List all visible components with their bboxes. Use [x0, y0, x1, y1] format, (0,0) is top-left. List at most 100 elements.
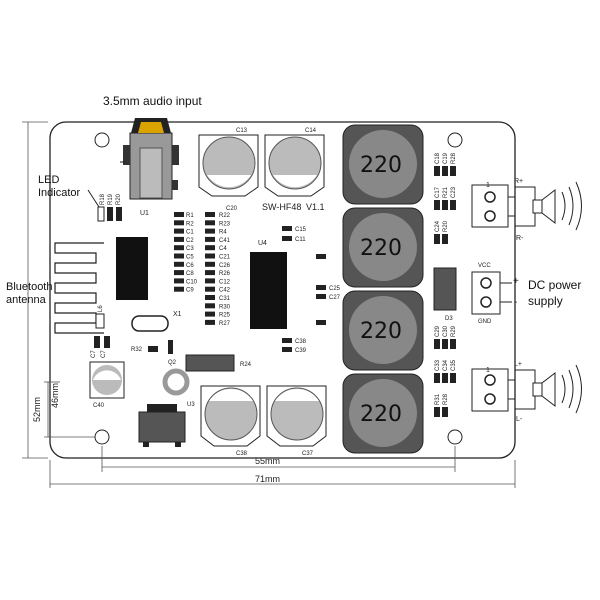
left-c1-2-label: C1: [186, 230, 194, 236]
rl-c33-3-part: [434, 373, 440, 383]
mid-r25-12-part: [205, 311, 215, 317]
r-plus: R+: [514, 178, 523, 185]
ru-r20-7-part: [442, 234, 448, 244]
mid-c4-4-label: C4: [219, 246, 227, 252]
extra-part-1: [316, 320, 326, 325]
left-c10-8-label: C10: [186, 279, 198, 285]
r32: [148, 346, 158, 352]
rl-c30-1-label: C30: [443, 325, 449, 337]
misc-c15-0-label: C15: [295, 227, 307, 233]
mid-r27-13-label: R27: [219, 321, 231, 327]
audio-input-annotation: 3.5mm audio input: [103, 94, 202, 108]
rl-c33-3-label: C33: [435, 359, 441, 371]
board-model: SW-HF48: [262, 202, 301, 212]
mid-r26-7-part: [205, 270, 215, 276]
l-plus: L+: [514, 361, 522, 368]
mid-c21-5-label: C21: [219, 255, 231, 261]
capacitor-c37: [266, 385, 327, 447]
speaker-left-wiring: [508, 364, 582, 414]
rl-r31-6-part: [434, 407, 440, 417]
dc-power-annotation-1: DC power: [528, 278, 581, 292]
left-c9-9-part: [174, 286, 184, 292]
dim-46mm: 46mm: [50, 383, 60, 408]
power-wiring: [500, 282, 512, 303]
mid-r27-13-part: [205, 319, 215, 325]
left-c5-5-part: [174, 253, 184, 259]
mid-r4-2-label: R4: [219, 230, 227, 236]
dim-55mm: 55mm: [255, 456, 280, 466]
mid-r23-1-part: [205, 220, 215, 226]
rl-c29-0-label: C29: [435, 325, 441, 337]
q2: [168, 340, 173, 354]
mid-r22-0-part: [205, 212, 215, 217]
ru-r28-2-part: [450, 166, 456, 176]
ru-c18-0-label: C18: [435, 152, 441, 164]
mid-smd-column: R22R23R4C41C4C21C26R26C12C42C31R30R25R27…: [205, 206, 238, 327]
misc-c27-3-label: C27: [329, 295, 341, 301]
top-r19-label: R19: [108, 193, 114, 205]
misc-c25-2-part: [316, 285, 326, 290]
c20-label: C20: [226, 206, 238, 212]
mid-c41-3-part: [205, 236, 215, 242]
capacitor-c13: [198, 134, 259, 197]
mid-r25-12-label: R25: [219, 313, 231, 319]
mid-r23-1-label: R23: [219, 221, 231, 227]
u1-label: U1: [140, 210, 149, 217]
ru-r28-2-label: R28: [451, 152, 457, 164]
r-minus: R-: [516, 235, 524, 242]
ru-c17-3-part: [434, 200, 440, 210]
led-annotation-2: Indicator: [38, 187, 81, 199]
top-r20-label: R20: [116, 193, 122, 205]
terminal-speaker-right: [471, 184, 509, 228]
led-annotation-1: LED: [38, 174, 59, 186]
c40-label: C40: [93, 403, 105, 409]
left-r1-0-label: R1: [186, 213, 194, 219]
small-left-0-label: L6: [98, 305, 104, 312]
mid-c31-10-label: C31: [219, 296, 231, 302]
mid-r26-7-label: R26: [219, 271, 231, 277]
ru-c23-5-part: [450, 200, 456, 210]
mid-c41-3-label: C41: [219, 238, 231, 244]
left-c6-6-label: C6: [186, 263, 194, 269]
left-c3-4-label: C3: [186, 246, 194, 252]
left-c2-3-part: [174, 236, 184, 242]
left-c3-4-part: [174, 245, 184, 251]
bluetooth-chip: [116, 237, 148, 300]
misc-c38-4-label: C38: [295, 339, 307, 345]
mid-c26-6-part: [205, 261, 215, 267]
r32-label: R32: [131, 347, 143, 353]
mid-c4-4-part: [205, 245, 215, 251]
rl-c35-5-part: [450, 373, 456, 383]
misc-c11-1-label: C11: [295, 237, 306, 243]
x1-label: X1: [173, 311, 182, 318]
mid-c12-8-label: C12: [219, 279, 231, 285]
small-left-2-label: C7: [101, 350, 107, 358]
capacitor-c38: [200, 385, 261, 447]
mid-c21-5-part: [205, 253, 215, 259]
dim-52mm: 52mm: [32, 397, 42, 422]
dim-71mm: 71mm: [255, 474, 280, 484]
left-c8-7-part: [174, 270, 184, 276]
led-pointer: [87, 189, 100, 208]
misc-c38-4-part: [282, 338, 292, 343]
small-left-parts: [94, 313, 110, 348]
left-c6-6-part: [174, 261, 184, 267]
ru-c19-1-label: C19: [443, 152, 449, 164]
u3-label: U3: [187, 402, 195, 408]
rl-c30-1-part: [442, 339, 448, 349]
minus-sign: -: [514, 297, 517, 308]
left-c5-5-label: C5: [186, 255, 194, 261]
ru-c19-1-part: [442, 166, 448, 176]
inductor-4-value: 220: [360, 402, 402, 427]
mid-r4-2-part: [205, 228, 215, 234]
mid-r30-11-label: R30: [219, 304, 231, 310]
pin1-left: 1: [486, 367, 490, 374]
speaker-right-wiring: [508, 181, 582, 231]
ru-c24-6-label: C24: [435, 220, 441, 232]
amplifier-chip: [250, 252, 287, 329]
inductor-3-value: 220: [360, 319, 402, 344]
left-r2-1-label: R2: [186, 221, 194, 227]
misc-c25-2-label: C25: [329, 286, 341, 292]
ru-c24-6-part: [434, 234, 440, 244]
